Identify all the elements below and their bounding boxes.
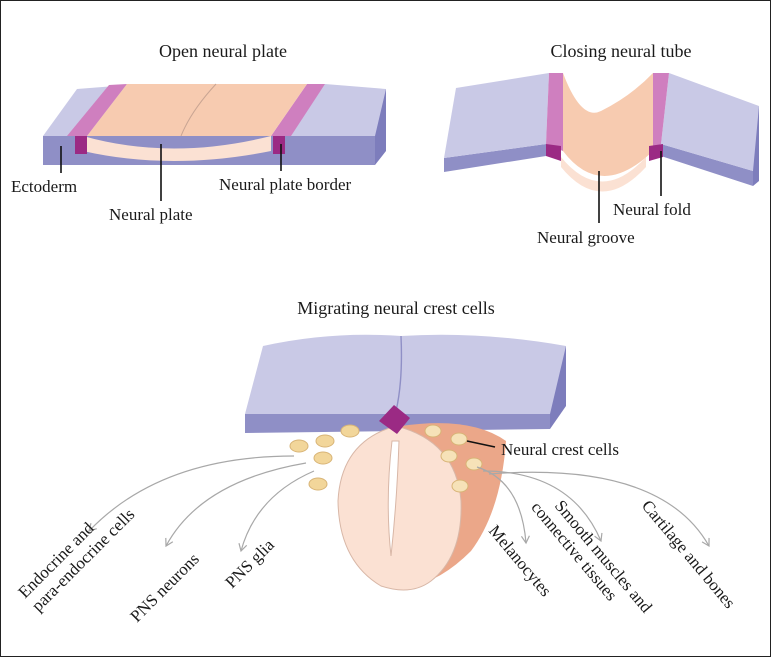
derivative-pns-glia: PNS glia <box>221 535 278 592</box>
crest-cell <box>314 452 332 464</box>
neural-groove-label: Neural groove <box>537 228 635 247</box>
neural-plate-border-label: Neural plate border <box>219 175 351 194</box>
slab-top <box>245 335 566 414</box>
neural-groove-surface <box>563 73 653 176</box>
crest-cell <box>451 433 467 445</box>
border-side-right <box>273 136 285 154</box>
crest-cell <box>441 450 457 462</box>
neural-crest-cells-label: Neural crest cells <box>501 440 619 459</box>
closing-neural-tube-panel: Closing neural tube Neural fold Neural g… <box>444 41 759 247</box>
neural-plate-label: Neural plate <box>109 205 193 224</box>
fold-left <box>546 73 563 151</box>
neural-fold-label: Neural fold <box>613 200 691 219</box>
derivative-cartilage: Cartilage and bones <box>638 496 739 612</box>
fold-side-left <box>546 144 561 161</box>
ectoderm-label: Ectoderm <box>11 177 77 196</box>
tube-top-left <box>444 73 549 158</box>
crest-cell <box>290 440 308 452</box>
arrow-pns-glia <box>241 471 314 551</box>
derivative-endocrine: Endocrine and para-endocrine cells <box>14 491 138 615</box>
migrating-crest-panel: Migrating neural crest cells Neural c <box>14 298 739 632</box>
border-side-left <box>75 136 87 154</box>
arrow-pns-neurons <box>166 463 306 546</box>
crest-cell <box>452 480 468 492</box>
closing-tube-title: Closing neural tube <box>551 41 692 61</box>
crest-cell <box>309 478 327 490</box>
crest-cell <box>341 425 359 437</box>
open-plate-title: Open neural plate <box>159 41 287 61</box>
crest-cell <box>316 435 334 447</box>
open-neural-plate-panel: Open neural plate Ectoderm Neural plate … <box>11 41 386 224</box>
crest-cell <box>425 425 441 437</box>
derivative-pns-neurons: PNS neurons <box>126 549 203 626</box>
migrating-title: Migrating neural crest cells <box>297 298 494 318</box>
derivative-melanocytes: Melanocytes <box>485 521 555 600</box>
